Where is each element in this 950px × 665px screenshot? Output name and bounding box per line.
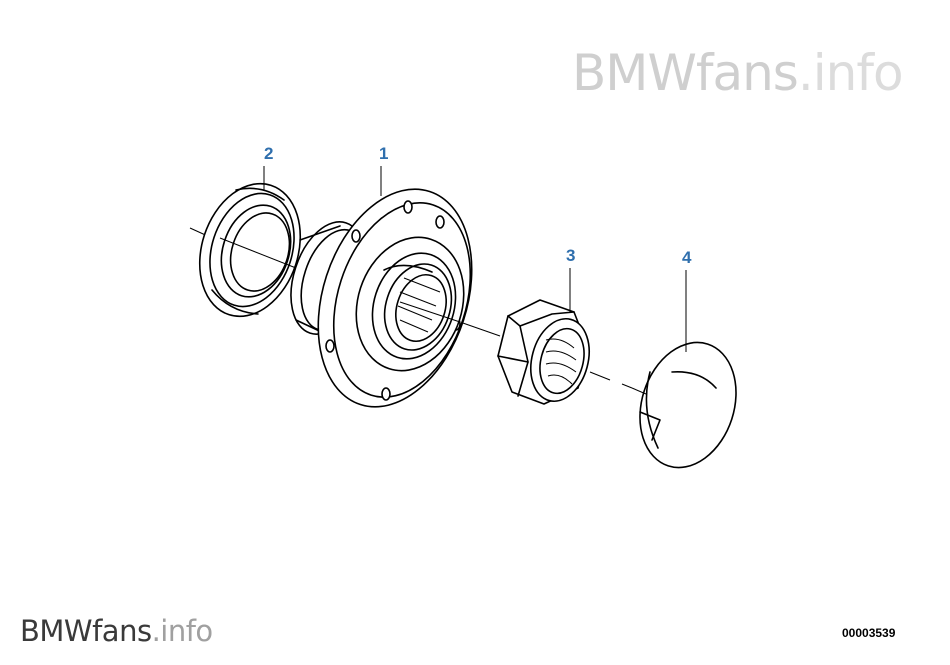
callout-2[interactable]: 2 [264,144,274,163]
watermark-bottom: BMWfans.info [20,614,213,648]
watermark-top: BMWfans.info [572,44,904,102]
callout-1[interactable]: 1 [379,144,389,163]
diagram-code: 00003539 [842,626,896,640]
grease-cap-part-4 [631,341,737,469]
leader-lines [263,166,687,352]
callout-4[interactable]: 4 [682,248,692,267]
callout-3[interactable]: 3 [566,246,576,265]
collar-nut-part-3 [497,299,590,405]
wheel-hub-part-1 [290,188,473,408]
seal-ring-part-2 [198,182,302,318]
